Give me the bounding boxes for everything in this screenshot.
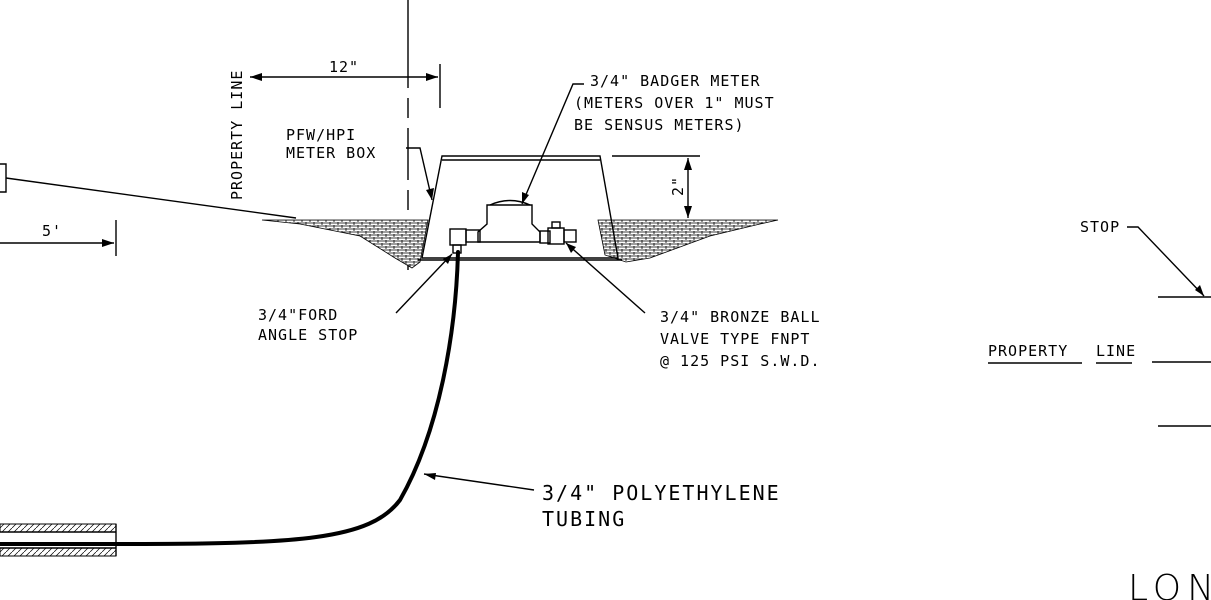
left-callout-bubble xyxy=(0,163,7,193)
dimension-12-inch xyxy=(250,64,441,108)
meter xyxy=(465,199,577,245)
bronze-leader xyxy=(565,242,646,314)
stop-label: STOP xyxy=(1080,218,1120,236)
tubing-label-2: TUBING xyxy=(542,507,626,531)
dim-12-label: 12" xyxy=(329,58,359,76)
badger-label-2: (METERS OVER 1" MUST xyxy=(574,94,775,112)
stop-leader xyxy=(1127,226,1205,297)
tubing-leader xyxy=(423,473,535,491)
bronze-label-1: 3/4" BRONZE BALL xyxy=(660,308,821,326)
badger-label-1: 3/4" BADGER METER xyxy=(590,72,761,90)
property-line-horizontal-label: PROPERTY LINE xyxy=(988,342,1136,364)
ford-label-1: 3/4"FORD xyxy=(258,306,338,324)
dimension-5-ft xyxy=(0,220,117,256)
bronze-label-3: @ 125 PSI S.W.D. xyxy=(660,352,821,370)
dim-2-label: 2" xyxy=(669,176,687,196)
ford-leader xyxy=(395,253,453,314)
badger-label-3: BE SENSUS METERS) xyxy=(574,116,745,134)
polyethylene-tubing xyxy=(0,250,460,546)
meter-box-label-2: METER BOX xyxy=(286,144,376,162)
property-line-vertical-label: PROPERTY LINE xyxy=(228,70,246,200)
ford-label-2: ANGLE STOP xyxy=(258,326,358,344)
tubing-label-1: 3/4" POLYETHYLENE xyxy=(542,481,781,505)
left-leader xyxy=(5,177,297,219)
line-word: LINE xyxy=(1096,342,1136,360)
meter-box-leader xyxy=(406,147,433,201)
ground-soil-right xyxy=(597,219,779,263)
bronze-label-2: VALVE TYPE FNPT xyxy=(660,330,810,348)
dim-5-label: 5' xyxy=(42,222,62,240)
pipe-sleeve xyxy=(0,523,117,557)
property-word: PROPERTY xyxy=(988,342,1068,360)
meter-box-label-1: PFW/HPI xyxy=(286,126,356,144)
angle-stop xyxy=(449,228,467,254)
section-title-partial: LON xyxy=(1128,568,1211,600)
badger-leader xyxy=(521,83,584,205)
meter-box xyxy=(418,155,622,261)
dimension-2-inch xyxy=(612,155,700,218)
ground-soil xyxy=(261,219,429,269)
